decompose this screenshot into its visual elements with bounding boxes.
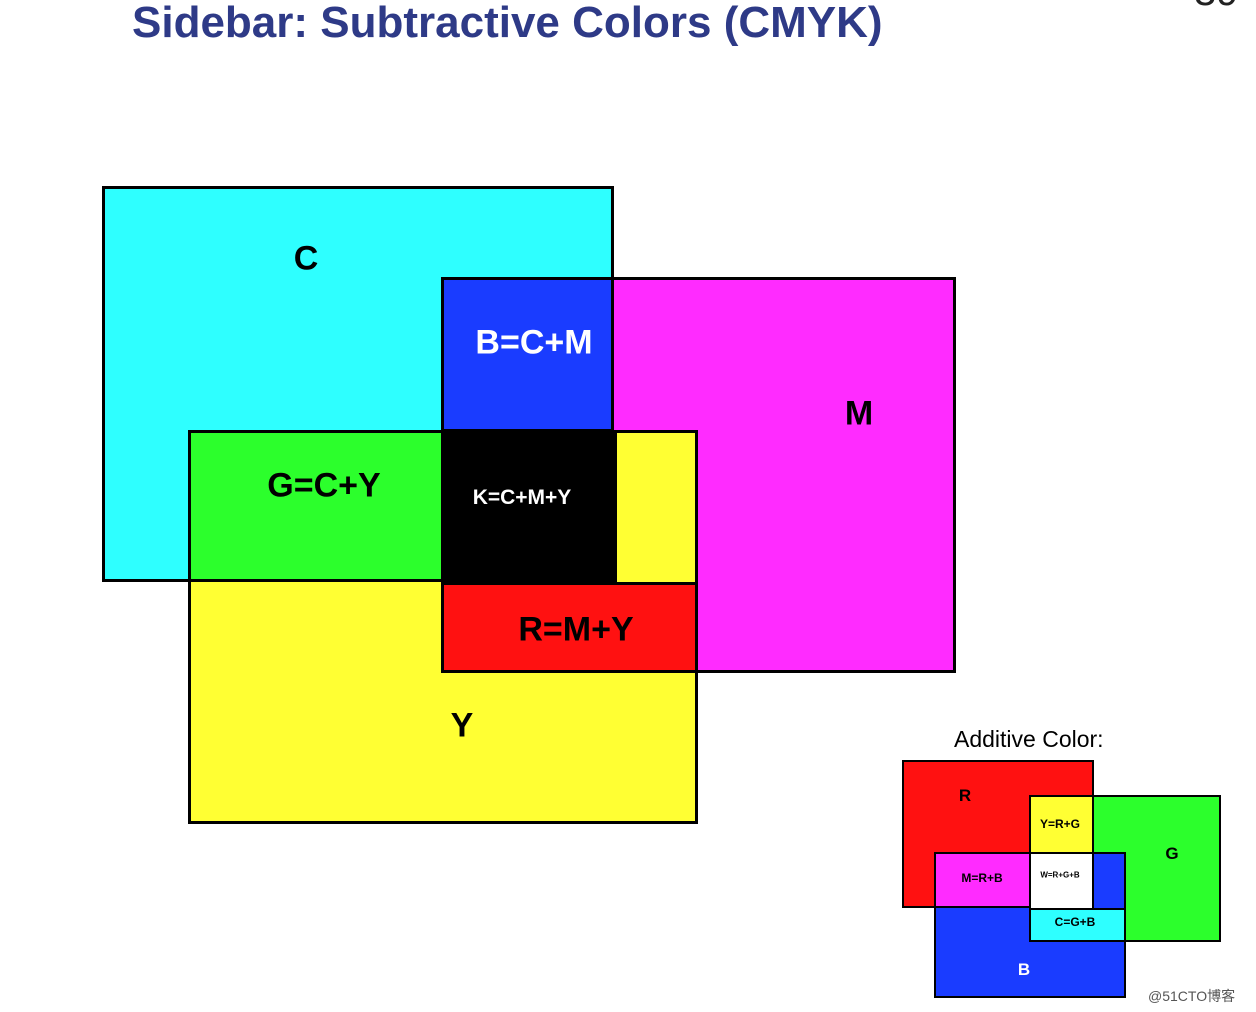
magenta-label: M bbox=[844, 394, 874, 433]
red-label-small: R bbox=[958, 786, 972, 805]
watermark: @51CTO博客 bbox=[1148, 988, 1236, 1004]
green-label-small: G bbox=[1165, 844, 1179, 863]
blue-label-small: B bbox=[1017, 960, 1031, 979]
blue-overlap bbox=[441, 277, 614, 432]
white-label-small: W=R+G+B bbox=[1040, 870, 1080, 880]
slide-title: Sidebar: Subtractive Colors (CMYK) bbox=[132, 0, 883, 47]
white-overlap bbox=[1029, 852, 1094, 910]
blue-label: B=C+M bbox=[475, 323, 593, 362]
magenta-label-small: M=R+B bbox=[961, 871, 1003, 885]
additive-heading: Additive Color: bbox=[954, 726, 1104, 752]
page-number: 39 bbox=[1194, 0, 1239, 15]
cyan-label: C bbox=[293, 239, 319, 278]
black-overlap bbox=[441, 430, 617, 585]
green-label: G=C+Y bbox=[267, 466, 381, 505]
cyan-label-small: C=G+B bbox=[1054, 915, 1096, 929]
yellow-label-small: Y=R+G bbox=[1039, 817, 1081, 831]
yellow-label: Y bbox=[450, 706, 474, 745]
red-label: R=M+Y bbox=[518, 610, 634, 649]
green-overlap bbox=[188, 430, 444, 582]
yellow-overlap bbox=[1029, 795, 1094, 854]
black-label: K=C+M+Y bbox=[472, 486, 572, 509]
cyan-overlap bbox=[1029, 908, 1126, 942]
